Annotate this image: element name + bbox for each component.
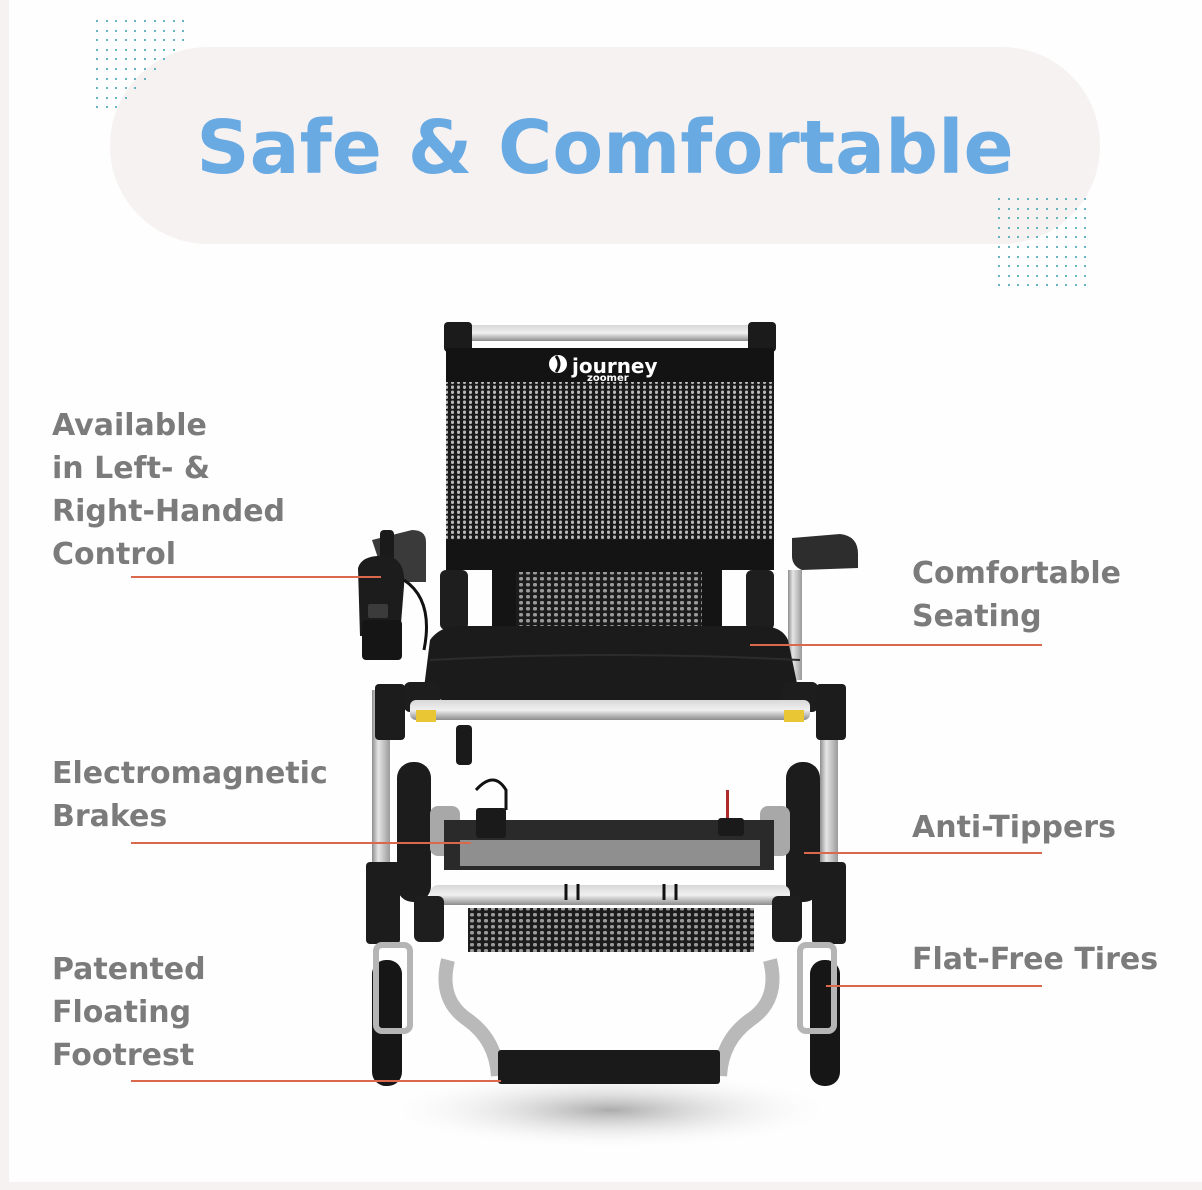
- leader-line-flat-free-tires: [826, 985, 1042, 987]
- page-title: Safe & Comfortable: [196, 105, 1014, 191]
- feature-label-electromagnetic-brakes: Electromagnetic Brakes: [52, 756, 328, 834]
- title-banner: [110, 47, 1100, 244]
- leader-line-handed-control: [131, 576, 381, 578]
- svg-text:zoomer: zoomer: [587, 373, 629, 384]
- leader-line-floating-footrest: [131, 1080, 501, 1082]
- leader-line-anti-tippers: [804, 852, 1042, 854]
- feature-label-flat-free-tires: Flat-Free Tires: [912, 942, 1159, 977]
- feature-label-floating-footrest: Patented Floating Footrest: [52, 952, 206, 1073]
- feature-label-handed-control: Available in Left- & Right-Handed Contro…: [52, 408, 286, 572]
- svg-text:journey: journey: [571, 354, 658, 378]
- feature-label-comfortable-seating: Comfortable Seating: [912, 556, 1122, 634]
- leader-line-electromagnetic-brakes: [131, 842, 471, 844]
- feature-label-anti-tippers: Anti-Tippers: [912, 810, 1116, 845]
- leader-line-comfortable-seating: [750, 644, 1042, 646]
